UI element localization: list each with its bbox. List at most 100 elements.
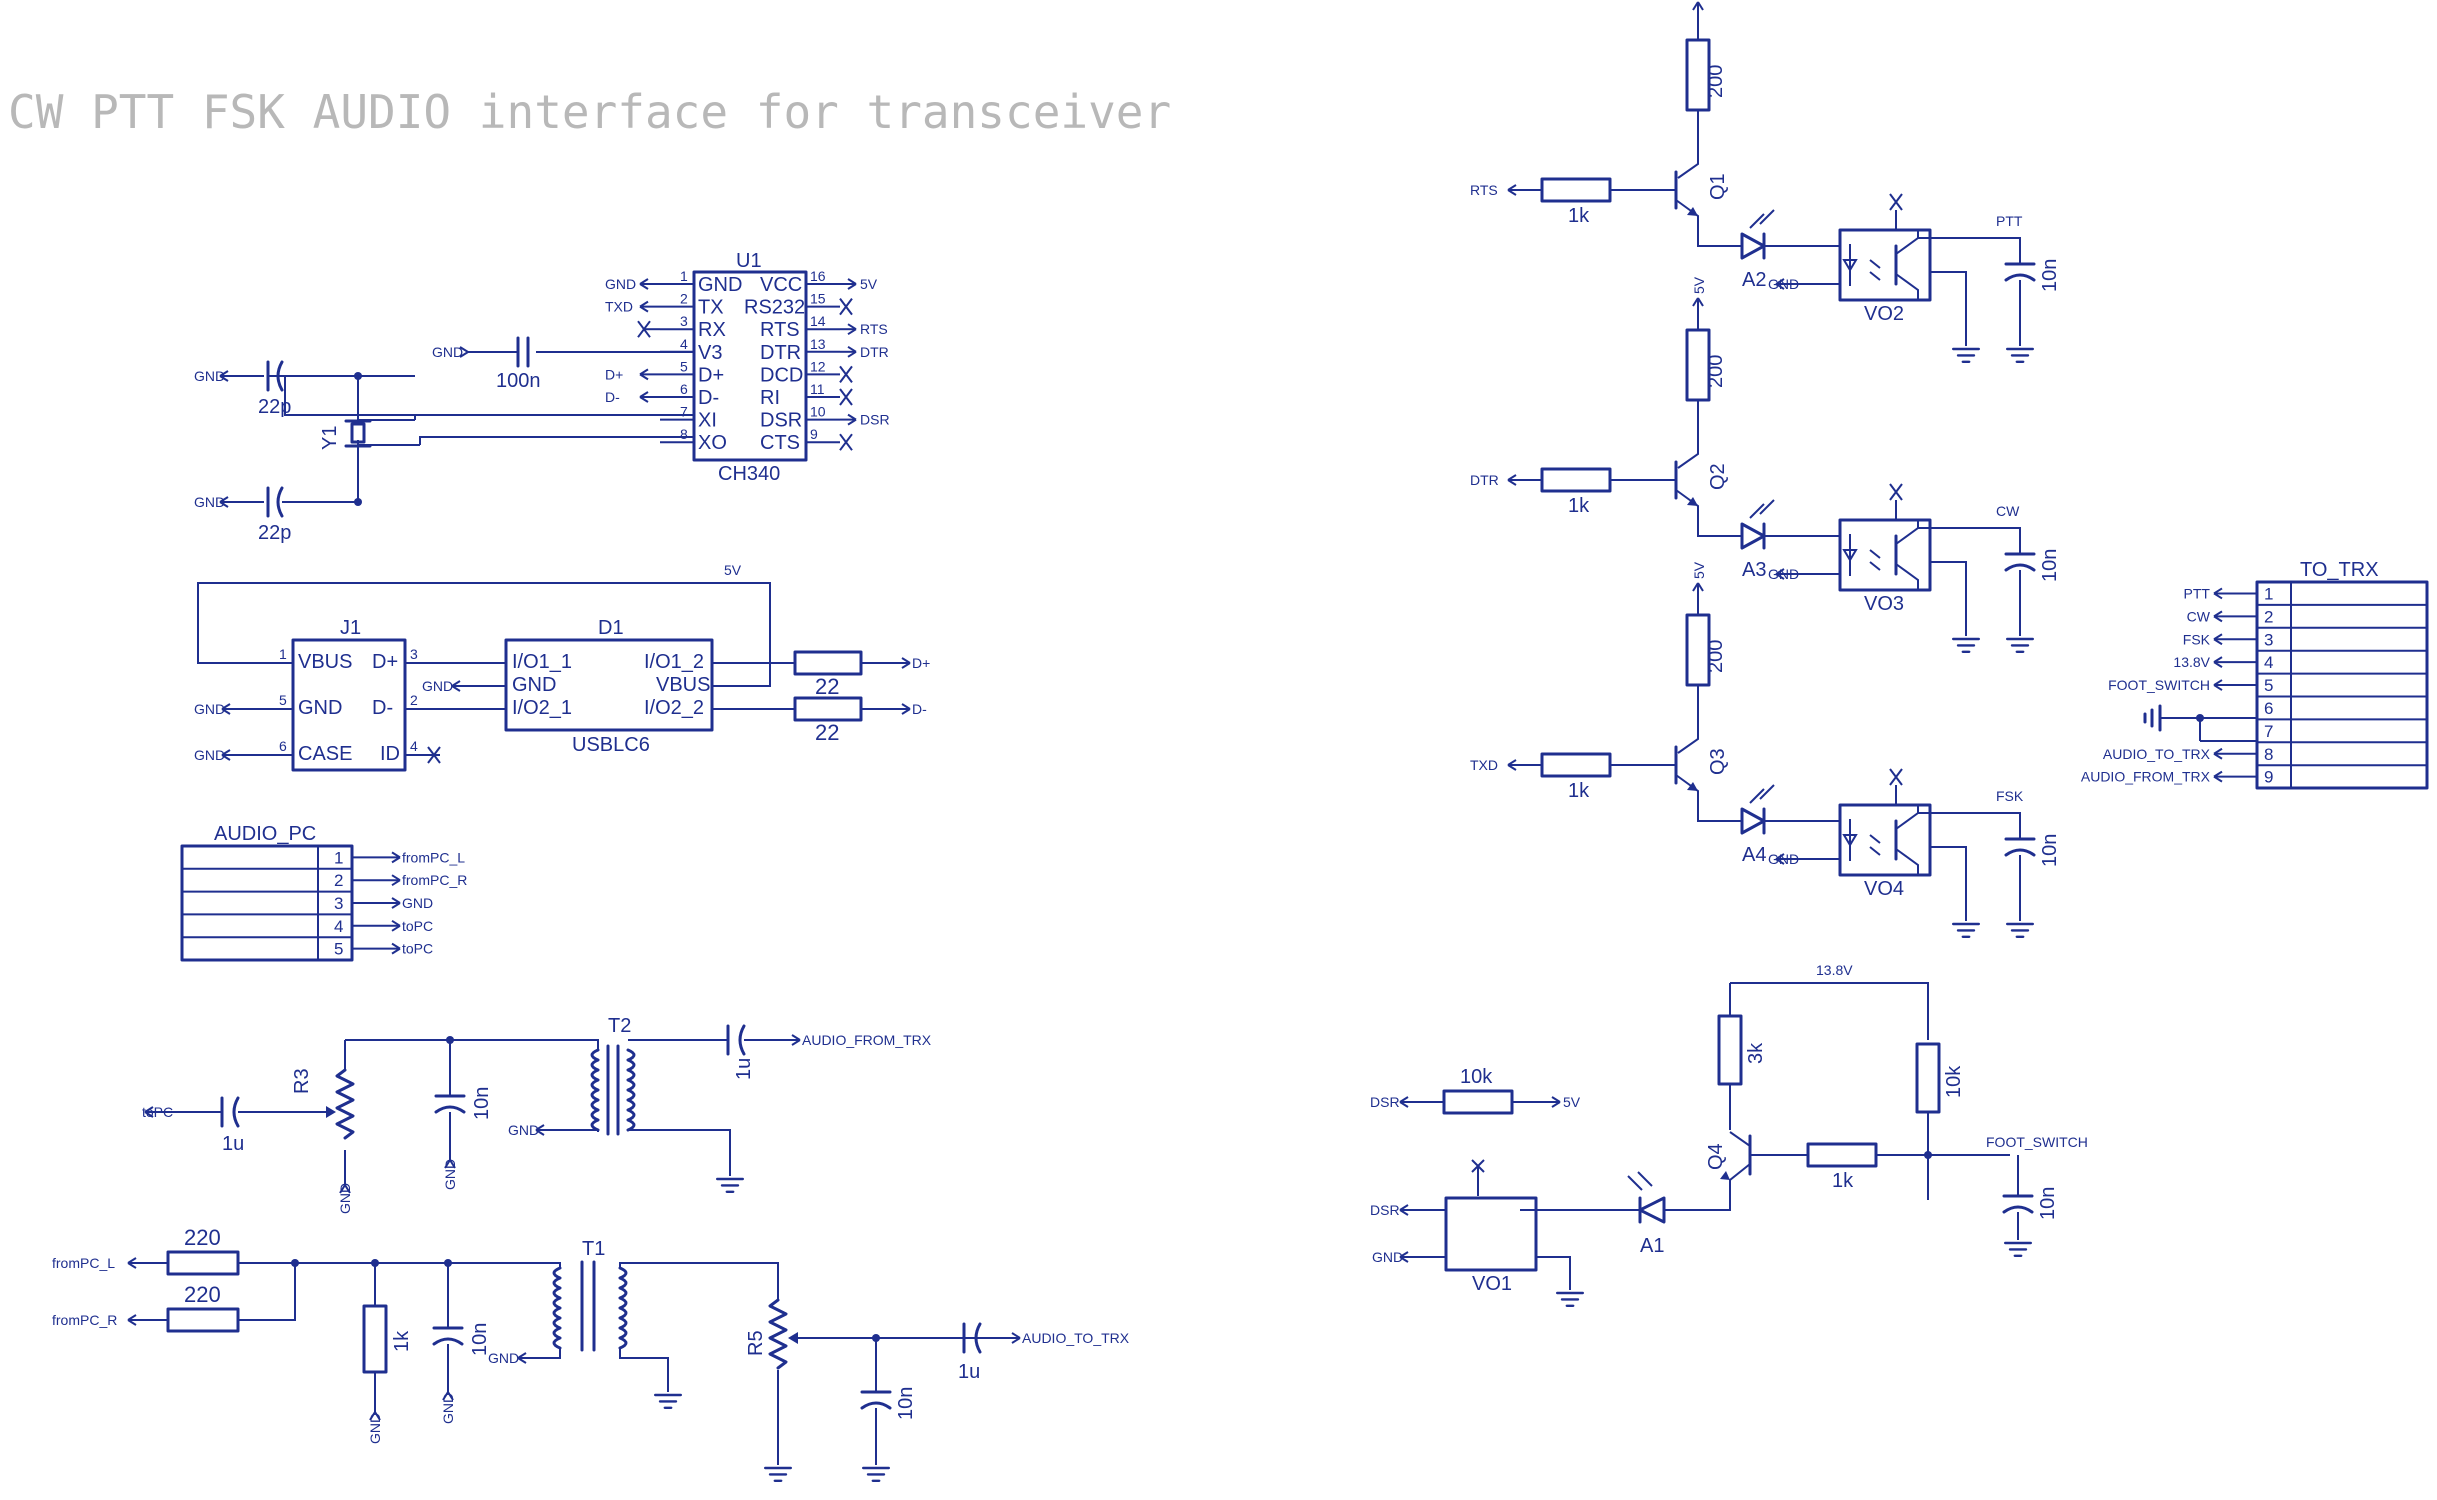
u1-pin-v3: V3	[698, 342, 722, 364]
to-trx-net-5: FOOT_SWITCH	[2108, 677, 2210, 693]
led-a3: A3	[1742, 559, 1766, 581]
d1-pin-io21: I/O2_1	[512, 697, 572, 719]
to-trx-connector: TO_TRX 1PTT2CW3FSK413.8V5FOOT_SWITCH678A…	[2081, 559, 2429, 790]
u1-pin-gnd-num: 1	[680, 268, 688, 284]
schematic-title: CW PTT FSK AUDIO interface for transceiv…	[8, 85, 1171, 139]
u1-net-10: DSR	[860, 412, 890, 428]
to-trx-pin-9: 9	[2264, 768, 2273, 787]
r-base-q1: 1k	[1568, 205, 1590, 227]
audio-rx-output: AUDIO_FROM_TRX	[802, 1032, 932, 1048]
u1-net-13: DTR	[860, 344, 889, 360]
u1-pin-rts-num: 14	[810, 313, 826, 329]
tx-r-load-value: 1k	[391, 1330, 413, 1352]
to-trx-net-9: AUDIO_FROM_TRX	[2081, 769, 2211, 785]
t1-ref: T1	[582, 1238, 605, 1260]
audio-pc-ref: AUDIO_PC	[214, 823, 316, 845]
to-trx-pin-4: 4	[2264, 653, 2273, 672]
d1-usblc6: D1 USBLC6 I/O1_1 GND I/O2_1 I/O1_2 VBUS …	[405, 617, 930, 756]
u1-net-16: 5V	[860, 276, 878, 292]
j1-pin-vbus: VBUS	[298, 651, 352, 673]
r-base-value: 1k	[1832, 1170, 1854, 1192]
opto-vo3: VO3	[1864, 593, 1904, 615]
to-trx-pin-2: 2	[2264, 607, 2273, 626]
vcc-q2: 5V	[1691, 276, 1707, 294]
vo1-dsr-label: DSR	[1370, 1202, 1400, 1218]
r-base-q2: 1k	[1568, 495, 1590, 517]
opto-vo2: VO2	[1864, 303, 1904, 325]
tx-r-r-value: 220	[184, 1282, 221, 1307]
tx-r-load-gnd: GND	[367, 1413, 383, 1444]
audio-pc-net-5: toPC	[402, 941, 433, 957]
j1-gnd-label-2: GND	[194, 747, 225, 763]
foot-cap-value: 10n	[2037, 1187, 2059, 1220]
vcc-q3: 5V	[1691, 561, 1707, 579]
r-col-q2: 200	[1705, 355, 1727, 388]
tx-r-l-value: 220	[184, 1225, 221, 1250]
u1-pin-tx-num: 2	[680, 291, 688, 307]
vo1-ref: VO1	[1472, 1273, 1512, 1295]
q4-ref: Q4	[1705, 1143, 1727, 1170]
j1-pin6-num: 6	[279, 738, 287, 754]
to-trx-net-1: PTT	[2184, 585, 2211, 601]
u1-pin-rts: RTS	[760, 319, 800, 341]
to-trx-pin-6: 6	[2264, 699, 2273, 718]
j1-pin-dminus: D-	[372, 697, 393, 719]
audio-rx-cap-out: 1u	[733, 1058, 755, 1080]
to-trx-pin-7: 7	[2264, 722, 2273, 741]
d1-pin-vbus: VBUS	[656, 674, 710, 696]
u1-pin-dsr: DSR	[760, 410, 802, 432]
audio-rx-section: toPC 1u R3 GND 10n GND T2 GND	[142, 1015, 932, 1214]
to-trx-pin-3: 3	[2264, 630, 2273, 649]
to-trx-pin-1: 1	[2264, 584, 2273, 603]
to-trx-net-2: CW	[2187, 608, 2211, 624]
input-txd: TXD	[1470, 757, 1498, 773]
cap-fsk: 10n	[2039, 834, 2061, 867]
input-dtr: DTR	[1470, 472, 1499, 488]
r-base-q3: 1k	[1568, 780, 1590, 802]
u1-pin-rx: RX	[698, 319, 726, 341]
j1-pin-dplus: D+	[372, 651, 398, 673]
to-trx-net-8: AUDIO_TO_TRX	[2103, 746, 2211, 762]
dsr-pullup-vcc: 5V	[1563, 1094, 1581, 1110]
tx-in-r: fromPC_R	[52, 1312, 117, 1328]
u1-net-5: D+	[605, 366, 623, 382]
transistor-q1: Q1	[1707, 173, 1729, 200]
d1-value: USBLC6	[572, 734, 650, 756]
audio-pc-net-1: fromPC_L	[402, 849, 465, 865]
r-col-q3: 200	[1705, 640, 1727, 673]
audio-tx-section: fromPC_L fromPC_R 220 220 1k GND 10n GND…	[52, 1225, 1130, 1483]
r-collector-value: 3k	[1745, 1042, 1767, 1064]
j1-pin2-num: 2	[410, 692, 418, 708]
pot-r5-ref: R5	[745, 1330, 767, 1356]
r-col-q1: 200	[1705, 65, 1727, 98]
j1-pin4-num: 4	[410, 738, 418, 754]
input-rts: RTS	[1470, 182, 1498, 198]
transistor-q3: Q3	[1707, 748, 1729, 775]
d1-pin-io11: I/O1_1	[512, 651, 572, 673]
j1-usb-connector: J1 VBUS GND CASE D+ D- ID 1 5 6 3 2 4 GN…	[194, 562, 771, 772]
y1-ref: Y1	[319, 426, 341, 450]
t2-gnd-label: GND	[508, 1122, 539, 1138]
cap-cw: 10n	[2039, 549, 2061, 582]
opto-gnd-vo3: GND	[1768, 566, 1799, 582]
u1-ref: U1	[736, 250, 762, 272]
to-trx-ref: TO_TRX	[2300, 559, 2379, 581]
u1-pin-d+-num: 5	[680, 358, 688, 374]
y1-gnd-bottom: GND	[194, 494, 225, 510]
u1-pin-vcc: VCC	[760, 274, 802, 296]
r3-gnd-label: GND	[337, 1183, 353, 1214]
r22-bottom-value: 22	[815, 720, 839, 745]
u1-pin-d+: D+	[698, 364, 724, 386]
vo1-gnd-label: GND	[1372, 1249, 1403, 1265]
u1-pin-cts-num: 9	[810, 426, 818, 442]
tx-cap-gnd: GND	[440, 1393, 456, 1424]
tx-in-l: fromPC_L	[52, 1255, 115, 1271]
u1-pin-dcd: DCD	[760, 364, 803, 386]
t2-ref: T2	[608, 1015, 631, 1037]
dsr-pullup-value: 10k	[1460, 1066, 1493, 1088]
r22-top-value: 22	[815, 674, 839, 699]
